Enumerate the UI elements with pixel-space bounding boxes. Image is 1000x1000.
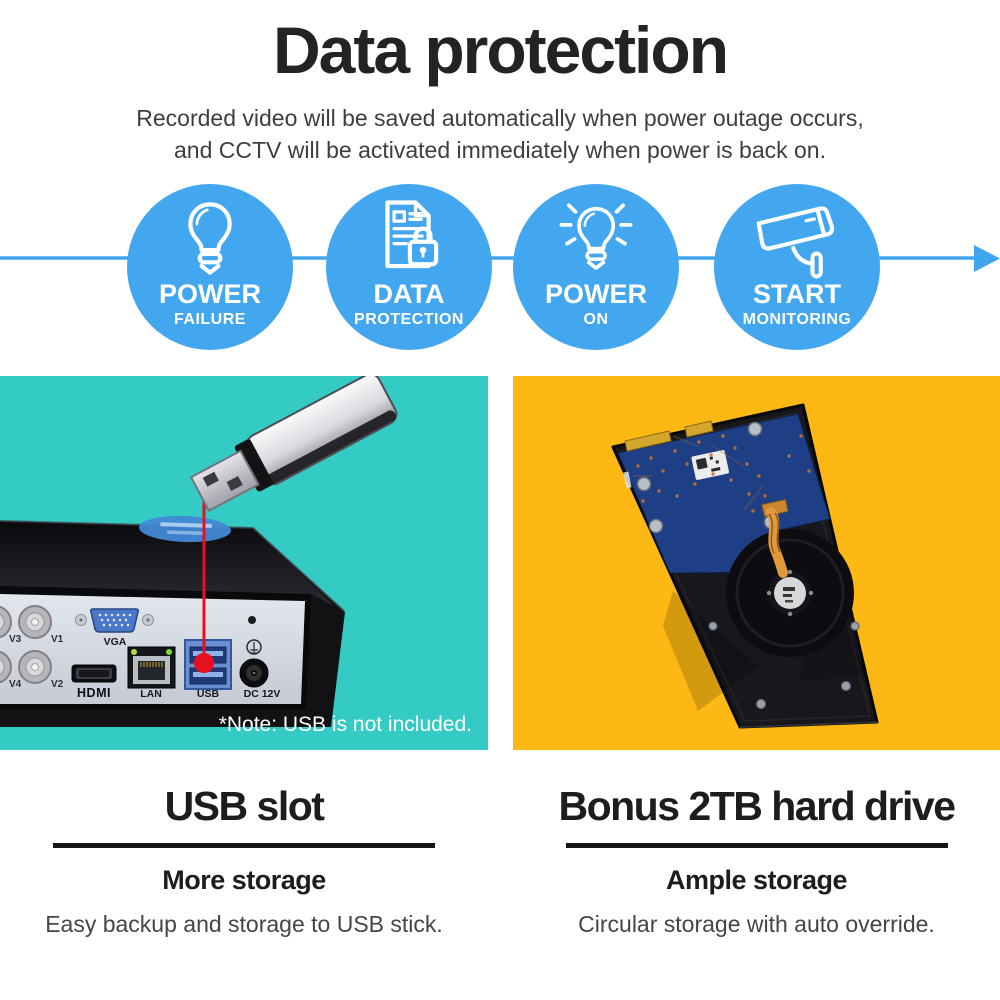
- light-bulb-icon: [166, 193, 254, 281]
- pointer-dot: [194, 653, 214, 673]
- usb-note: *Note: USB is not included.: [218, 713, 472, 736]
- light-bulb-glow-icon: [552, 193, 640, 281]
- step-sublabel: MONITORING: [742, 311, 852, 328]
- step-label: POWER: [544, 279, 647, 309]
- feature-usb-slot: USB slot More storage Easy backup and st…: [0, 781, 488, 938]
- subtitle-line-1: Recorded video will be saved automatical…: [136, 105, 864, 131]
- step-sublabel: FAILURE: [174, 311, 246, 328]
- v2-label: V2: [51, 679, 64, 690]
- lan-label: LAN: [140, 688, 162, 700]
- feature-subtitle: More storage: [162, 865, 326, 895]
- hdmi-port: HDMI: [71, 664, 117, 700]
- vga-port: VGA: [75, 608, 154, 648]
- usb-slot-panel: V3 V1 V4 V2 VGA: [0, 376, 488, 750]
- subtitle-line-2: and CCTV will be activated immediately w…: [174, 137, 826, 163]
- feature-description: Easy backup and storage to USB stick.: [45, 911, 443, 937]
- page-title: Data protection: [272, 13, 729, 87]
- usb-stick-photo: [189, 376, 398, 513]
- dc-power-jack: DC 12V: [239, 616, 281, 700]
- feature-title: USB slot: [164, 783, 325, 829]
- dc-label: DC 12V: [244, 688, 281, 700]
- dvr-top-face: [0, 521, 334, 606]
- v4-label: V4: [9, 679, 22, 690]
- v3-label: V3: [9, 634, 22, 645]
- subtitle: Recorded video will be saved automatical…: [0, 102, 1000, 166]
- feature-title: Bonus 2TB hard drive: [558, 783, 956, 829]
- document-lock-icon: [365, 193, 453, 281]
- hard-drive-photo: [611, 403, 879, 729]
- divider: [53, 843, 435, 848]
- dvr-logo: [139, 515, 231, 543]
- feature-subtitle: Ample storage: [665, 865, 848, 895]
- process-step-start-monitoring: START MONITORING: [714, 184, 880, 350]
- feature-hard-drive: Bonus 2TB hard drive Ample storage Circu…: [513, 781, 1000, 938]
- usb-label: USB: [197, 688, 220, 700]
- hdmi-label: HDMI: [77, 686, 111, 700]
- step-label: DATA: [373, 279, 445, 309]
- step-sublabel: PROTECTION: [354, 311, 464, 328]
- lan-port: LAN: [127, 646, 176, 700]
- feature-description: Circular storage with auto override.: [578, 911, 935, 937]
- hard-drive-panel: [513, 376, 1000, 750]
- vga-label: VGA: [104, 636, 127, 648]
- process-step-power-on: POWER ON: [513, 184, 679, 350]
- step-sublabel: ON: [583, 311, 609, 328]
- qr-sticker: [691, 450, 729, 480]
- step-label: START: [753, 279, 841, 309]
- process-step-data-protection: DATA PROTECTION: [326, 184, 492, 350]
- step-label: POWER: [158, 279, 261, 309]
- bnc-connectors: V3 V1 V4 V2: [0, 605, 64, 690]
- process-step-power-failure: POWER FAILURE: [127, 184, 293, 350]
- cctv-camera-icon: [741, 193, 853, 281]
- arrow-right-icon: [974, 245, 1000, 272]
- divider: [565, 843, 948, 848]
- v1-label: V1: [51, 634, 64, 645]
- dvr-photo: V3 V1 V4 V2 VGA: [0, 376, 398, 727]
